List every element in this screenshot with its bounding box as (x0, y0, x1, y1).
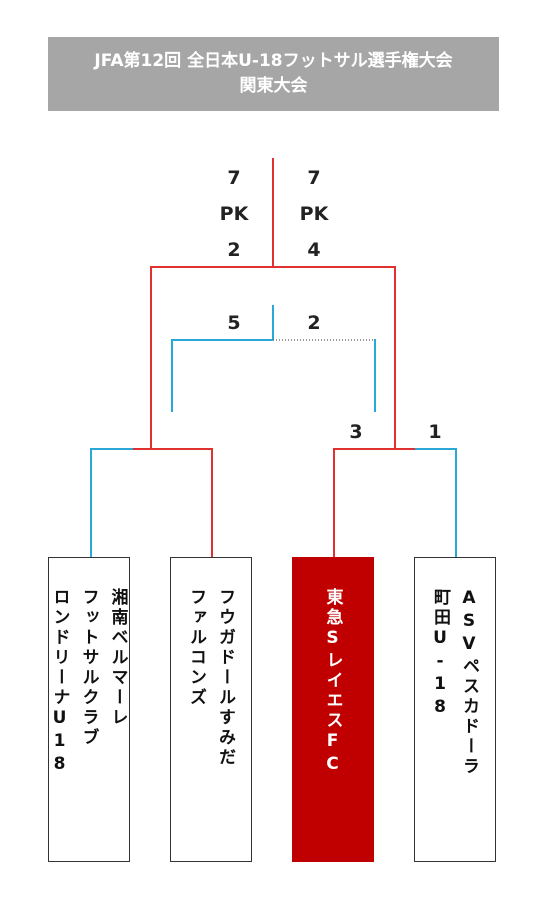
sf-right-score-1: 1 (428, 421, 442, 443)
team-name-line: フウガドールすみだ (215, 588, 235, 768)
team-box-shonan: 湘南ベルマーレ フットサルクラブ ロンドリーナU18 (48, 557, 130, 862)
final-left-score: 7 (227, 167, 241, 189)
tournament-title: JFA第12回 全日本U-18フットサル選手権大会 関東大会 (48, 37, 499, 111)
final-right-score: 7 (307, 167, 321, 189)
team-box-tokyu-winner: 東急SレイエスFC (292, 557, 374, 862)
final-right-pk: 4 (307, 239, 321, 261)
team-name-line: 東急SレイエスFC (322, 588, 343, 777)
title-line-2: 関東大会 (239, 76, 308, 96)
final-right-pk-label: PK (299, 203, 329, 225)
third-right-score: 2 (307, 312, 321, 334)
team-name-line: 町田U-18 (430, 588, 450, 720)
team-name-line: ファルコンズ (186, 588, 206, 708)
team-name-line: フットサルクラブ (78, 588, 99, 748)
final-left-pk-label: PK (219, 203, 249, 225)
sf-right-score-3: 3 (349, 421, 363, 443)
team-name-line: 湘南ベルマーレ (107, 588, 128, 728)
title-line-1: JFA第12回 全日本U-18フットサル選手権大会 (94, 51, 453, 71)
team-name-line: ロンドリーナU18 (49, 588, 70, 777)
team-box-fuga: フウガドールすみだ ファルコンズ (170, 557, 252, 862)
team-name-line: ASVペスカドーラ (459, 588, 479, 777)
team-box-asv: ASVペスカドーラ 町田U-18 (414, 557, 496, 862)
third-left-score: 5 (227, 312, 241, 334)
final-left-pk: 2 (227, 239, 241, 261)
